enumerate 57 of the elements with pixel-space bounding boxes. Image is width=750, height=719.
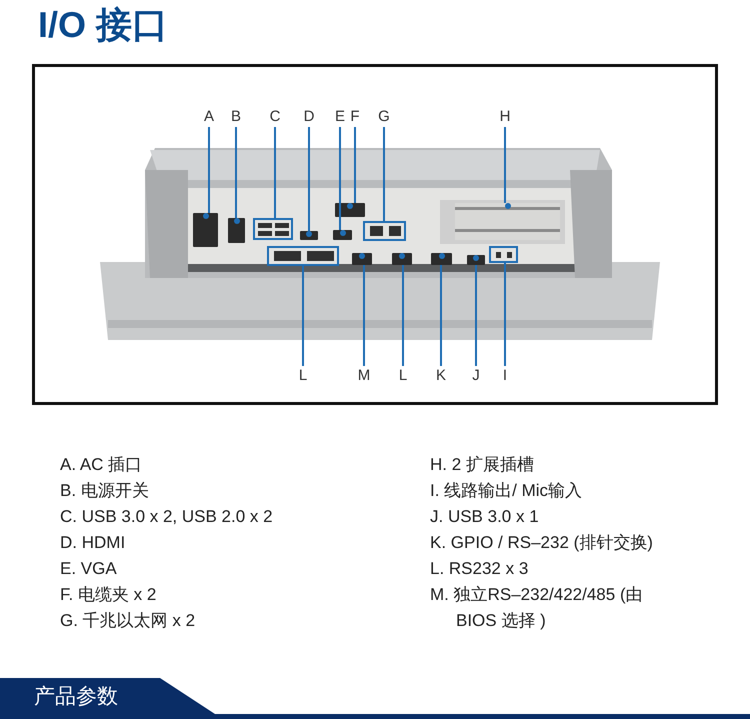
callout-letter: M <box>356 367 372 385</box>
port-description: K. GPIO / RS–232 (排针交换) <box>430 532 654 554</box>
leader-line <box>475 265 477 366</box>
leader-line <box>235 127 237 218</box>
page-title: I/O 接口 <box>38 3 168 47</box>
leader-line <box>440 265 442 366</box>
callout-letter: L <box>295 367 311 385</box>
leader-line <box>363 265 365 366</box>
port-description: E. VGA <box>60 558 118 580</box>
leader-line <box>402 265 404 366</box>
port-description: C. USB 3.0 x 2, USB 2.0 x 2 <box>60 506 274 528</box>
port-description: H. 2 扩展插槽 <box>430 454 535 476</box>
port-group <box>363 221 406 241</box>
callout-letter: I <box>497 367 513 385</box>
port-description: J. USB 3.0 x 1 <box>430 506 540 528</box>
port-description: I. 线路输出/ Mic输入 <box>430 480 584 502</box>
leader-line <box>308 127 310 231</box>
port <box>352 253 372 265</box>
port-description: B. 电源开关 <box>60 480 150 502</box>
port-group <box>267 246 339 266</box>
expansion-slot <box>455 203 560 240</box>
port-description: G. 千兆以太网 x 2 <box>60 610 196 632</box>
section-banner: 产品参数 <box>0 678 750 719</box>
port-group <box>253 218 293 240</box>
callout-letter: J <box>468 367 484 385</box>
callout-letter: E <box>332 108 348 126</box>
port-group <box>489 246 518 263</box>
port <box>467 255 485 265</box>
leader-line <box>504 127 506 203</box>
port <box>193 213 218 247</box>
callout-letter: A <box>201 108 217 126</box>
callout-letter: K <box>433 367 449 385</box>
leader-line <box>354 127 356 203</box>
leader-line <box>274 127 276 218</box>
callout-letter: D <box>301 108 317 126</box>
leader-line <box>302 266 304 366</box>
callout-letter: F <box>347 108 363 126</box>
port <box>228 218 245 243</box>
callout-letter: C <box>267 108 283 126</box>
port <box>431 253 452 265</box>
port <box>300 231 318 240</box>
callout-letter: G <box>376 108 392 126</box>
port <box>333 230 352 240</box>
port-description: L. RS232 x 3 <box>430 558 530 580</box>
leader-line <box>339 127 341 230</box>
callout-letter: B <box>228 108 244 126</box>
callout-letter: H <box>497 108 513 126</box>
callout-letter: L <box>395 367 411 385</box>
port-description: D. HDMI <box>60 532 126 554</box>
leader-line <box>383 127 385 221</box>
port <box>392 253 412 265</box>
port-description: M. 独立RS–232/422/485 (由BIOS 选择 ) <box>430 584 644 632</box>
port-description: A. AC 插口 <box>60 454 144 476</box>
leader-line <box>504 263 506 366</box>
port <box>335 203 365 217</box>
leader-line <box>208 127 210 213</box>
port-description: F. 电缆夹 x 2 <box>60 584 158 606</box>
